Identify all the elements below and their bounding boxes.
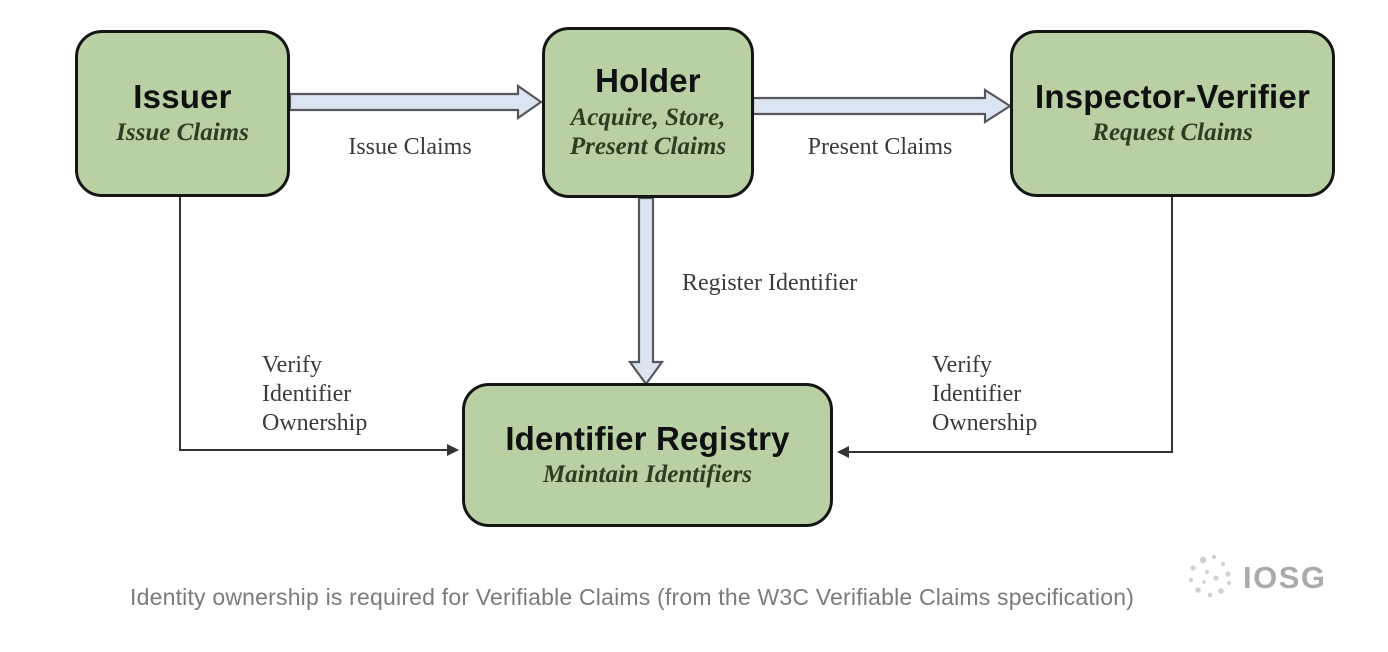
inspector-verifier-title: Inspector-Verifier: [1034, 78, 1311, 116]
node-issuer: Issuer Issue Claims: [75, 30, 290, 197]
issuer-title: Issuer: [133, 78, 232, 116]
arrow-holder-to-registry: [627, 196, 665, 386]
edge-label-issue-claims: Issue Claims: [348, 134, 472, 160]
iosg-watermark: IOSG: [1183, 550, 1327, 606]
figure-caption: Identity ownership is required for Verif…: [130, 584, 1135, 610]
holder-subtitle: Acquire, Store, Present Claims: [569, 103, 727, 161]
node-holder: Holder Acquire, Store, Present Claims: [542, 27, 754, 198]
node-inspector-verifier: Inspector-Verifier Request Claims: [1010, 30, 1335, 197]
edge-label-verify-identifier-ownership-left: Verify Identifier Ownership: [262, 352, 368, 436]
inspector-verifier-subtitle: Request Claims: [1092, 119, 1253, 147]
arrow-holder-to-inspector: [751, 87, 1013, 125]
line-issuer-to-registry: [179, 197, 447, 451]
iosg-logo-icon: [1188, 554, 1231, 598]
edge-label-verify-identifier-ownership-right: Verify Identifier Ownership: [932, 352, 1038, 436]
identifier-registry-title: Identifier Registry: [505, 419, 790, 457]
holder-title: Holder: [595, 62, 701, 100]
edge-label-present-claims: Present Claims: [807, 134, 953, 160]
line-inspector-to-registry: [849, 197, 1173, 453]
issuer-subtitle: Issue Claims: [116, 119, 249, 147]
node-identifier-registry: Identifier Registry Maintain Identifiers: [462, 383, 833, 527]
edge-label-register-identifier: Register Identifier: [682, 270, 858, 296]
arrow-issuer-to-holder: [288, 83, 543, 121]
arrowhead-inspector-to-registry: [837, 446, 849, 458]
identifier-registry-subtitle: Maintain Identifiers: [542, 460, 753, 488]
iosg-logo-text: IOSG: [1243, 560, 1327, 595]
arrowhead-issuer-to-registry: [447, 444, 459, 456]
